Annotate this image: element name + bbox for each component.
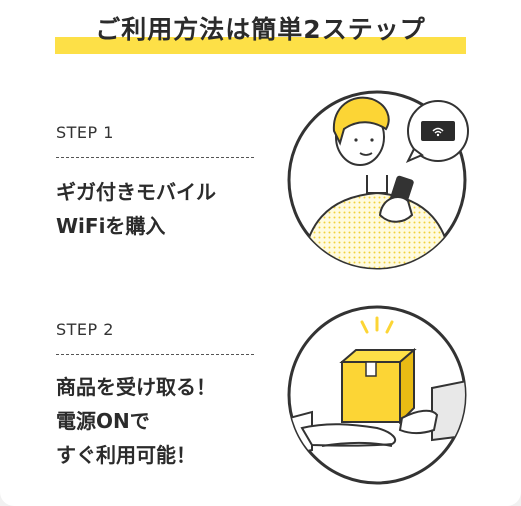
step-2-divider <box>56 354 254 355</box>
step-2-description: 商品を受け取る！ 電源ONで すぐ利用可能！ <box>56 370 216 472</box>
step-2-line-3: すぐ利用可能！ <box>56 443 196 467</box>
page-title: ご利用方法は簡単2ステップ <box>95 15 426 44</box>
wifi-router-bubble-icon <box>405 100 469 163</box>
step-2-line-1: 商品を受け取る！ <box>56 375 216 399</box>
step-2-line-2: 電源ONで <box>56 409 150 433</box>
step-1-divider <box>56 157 254 158</box>
section-header: ご利用方法は簡単2ステップ <box>0 0 521 70</box>
step-1-label: STEP 1 <box>56 123 114 142</box>
step-2-label: STEP 2 <box>56 320 114 339</box>
step-1-line-1: ギガ付きモバイル <box>56 180 216 204</box>
package-handoff-illustration <box>287 305 467 485</box>
step-1-description: ギガ付きモバイル WiFiを購入 <box>56 175 216 243</box>
person-with-smartphone-illustration <box>287 90 469 270</box>
title-highlight <box>55 37 466 54</box>
step-1-line-2: WiFiを購入 <box>56 214 166 238</box>
